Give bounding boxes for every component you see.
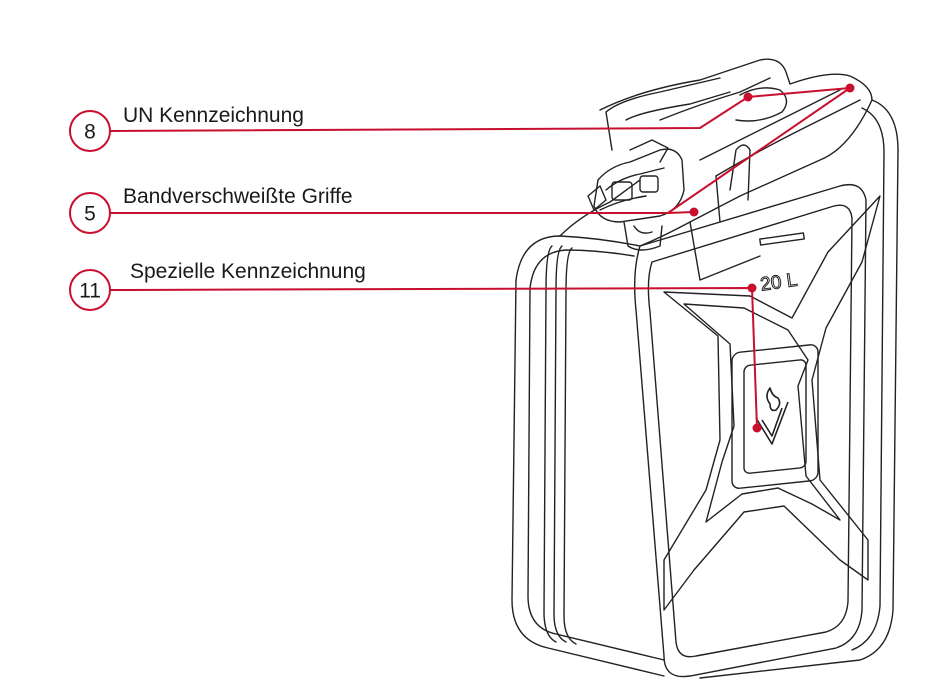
can-handles	[599, 58, 873, 111]
callout-5: 5 Bandverschweißte Griffe	[69, 185, 353, 234]
capacity-bar	[759, 232, 805, 246]
callout-5-label: Bandverschweißte Griffe	[123, 185, 353, 208]
jerry-can-drawing	[511, 58, 899, 679]
callout-8-circle	[69, 110, 111, 152]
can-x-embossing	[663, 195, 881, 611]
callout-5-circle	[69, 192, 111, 234]
leader-11-dot-2	[752, 423, 762, 433]
callout-8-number: 8	[84, 121, 96, 144]
capacity-label: 20 L	[759, 270, 799, 296]
callout-leaders	[109, 83, 855, 433]
leader-5-dot-1	[689, 207, 699, 217]
callout-8: 8 UN Kennzeichnung	[69, 104, 304, 152]
can-left-side	[511, 235, 665, 677]
can-side-panel	[699, 99, 899, 679]
marking-plate	[731, 344, 819, 489]
leader-11-line	[109, 286, 758, 429]
callout-8-label: UN Kennzeichnung	[123, 104, 304, 127]
callout-11-label: Spezielle Kennzeichnung	[130, 260, 366, 283]
callout-5-number: 5	[84, 203, 96, 226]
leader-11-dot-1	[747, 283, 757, 293]
leader-8-line	[109, 87, 851, 132]
leader-8-dot-1	[743, 92, 753, 102]
callout-11-number: 11	[79, 280, 101, 303]
callout-11: 11 Spezielle Kennzeichnung	[69, 260, 366, 311]
can-spout	[593, 148, 685, 223]
can-front-face	[633, 183, 867, 678]
v-flame-icon	[755, 387, 789, 445]
callout-11-circle	[69, 269, 111, 311]
